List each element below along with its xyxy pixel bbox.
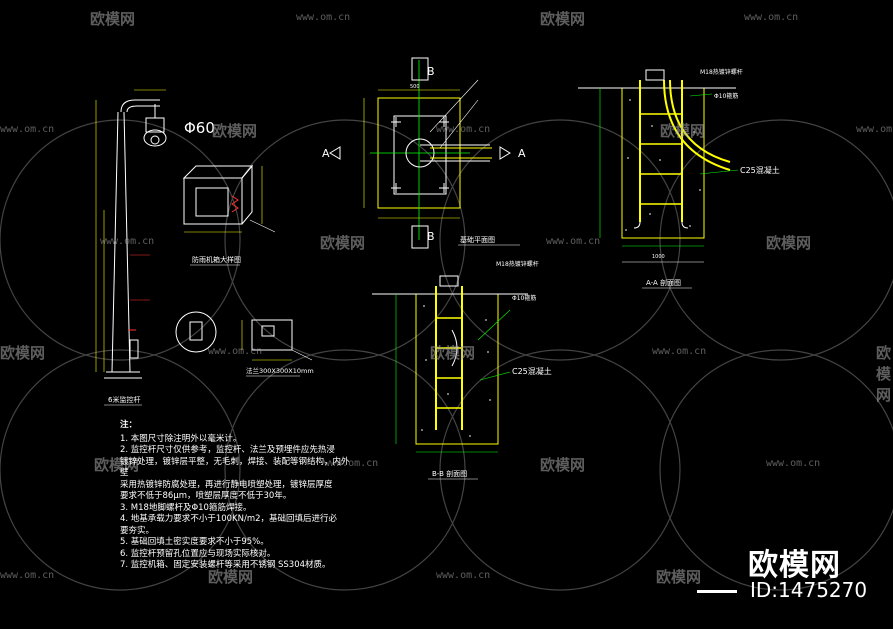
notes-title: 注： [120,420,138,430]
watermark-brand: 欧模网 [430,344,476,362]
watermark-brand: 欧模网 [540,10,586,28]
watermark-url: www.om.cn [744,12,799,23]
bb-label-m18: M18热镀锌螺杆 [496,260,539,268]
flange-detail [175,311,313,361]
watermark-url: www.om.cn [0,124,55,135]
watermark-brand: 欧模网 [90,10,136,28]
section-aa [578,69,739,263]
phi-label: Φ60 [184,119,215,137]
watermark-url: www.om.cn [652,346,707,357]
watermark-brand: 欧模网 [656,568,702,586]
box-title: 防雨机箱大样图 [192,255,241,264]
rain-box-detail [182,164,276,233]
watermark-url: www.om.cn [296,12,351,23]
section-a-left: A [322,147,330,160]
note-line: 镀锌处理，镀锌层平整，无毛刺，焊接、装配等钢结构，内外壁 [120,456,350,479]
bb-label-c25: C25混凝土 [512,366,552,376]
plan-dim-500: 500 [410,84,420,90]
watermark-url: www.om.cn [100,236,155,247]
watermark-url: www.om.cn [766,458,821,469]
note-line: 4. 地基承载力要求不小于100KN/m2，基础回填后进行必 [120,514,338,524]
watermark-url: www.om.cn [436,570,491,581]
watermark-brand: 欧模网 [208,568,254,586]
foundation-plan [329,57,511,249]
watermark-brand: 欧模网 [0,344,46,362]
pole-title: 6米监控杆 [108,395,140,404]
watermark-url: www.om.cn [324,458,379,469]
watermark-brand: 欧模网 [540,456,586,474]
note-line: 7. 监控机箱、固定安装螺杆等采用不锈钢 SS304材质。 [120,560,331,570]
note-line: 2. 监控杆尺寸仅供参考，监控杆、法兰及预埋件应先热浸 [120,445,335,455]
aa-title: A-A 剖面图 [646,278,681,287]
watermark-circles [0,119,893,591]
brand-dash [697,590,737,593]
section-bb [372,275,528,453]
watermark-brand: 欧模网 [212,122,258,140]
concrete-speckle [421,99,701,437]
plan-title: 基础平面图 [460,235,495,244]
aa-dim-1000: 1000 [652,254,665,260]
aa-label-c25: C25混凝土 [740,165,780,175]
note-line: 采用热镀锌防腐处理，再进行静电喷塑处理，镀锌层厚度 [120,479,333,490]
watermark-brand: 欧模网 [320,234,366,252]
watermark-brand: 欧模网 [876,344,892,404]
note-line: 1. 本图尺寸除注明外以毫米计。 [120,433,242,444]
pole-elevation [95,89,167,379]
section-b-top: B [427,65,435,78]
watermark-brand: 欧模网 [660,122,706,140]
model-id: ID:1475270 [750,578,868,602]
watermark-url: www.om.cn [546,236,601,247]
note-line: 3. M18地脚螺杆及Φ10箍筋焊接。 [120,502,252,513]
flange-title: 法兰300X300X10mm [246,366,314,375]
watermark-url: www.om.cn [856,124,893,135]
watermark-url: www.om.cn [436,124,491,135]
section-a-right: A [518,147,526,160]
note-line: 6. 监控杆预留孔位置应与现场实际核对。 [120,548,276,559]
bb-title: B-B 剖面图 [432,469,467,478]
watermark-brand: 欧模网 [766,234,812,252]
watermark-brand: 欧模网 [94,456,140,474]
watermark-url: www.om.cn [208,346,263,357]
brand-logo-text: 欧模网 [748,548,841,583]
section-b-bottom: B [427,230,435,243]
aa-label-m18: M18热镀锌螺杆 [700,68,743,76]
note-line: 5. 基础回填土密实度要求不小于95%。 [120,537,269,547]
note-line: 要求不低于86μm，喷塑层厚度不低于30年。 [120,491,292,501]
watermark-url: www.om.cn [0,570,55,581]
aa-label-d10: Φ10箍筋 [714,92,738,100]
note-line: 要夯实。 [120,525,155,536]
notes-block: 注： 1. 本图尺寸除注明外以毫米计。 2. 监控杆尺寸仅供参考，监控杆、法兰及… [120,420,350,572]
bb-label-d10: Φ10箍筋 [512,294,536,302]
